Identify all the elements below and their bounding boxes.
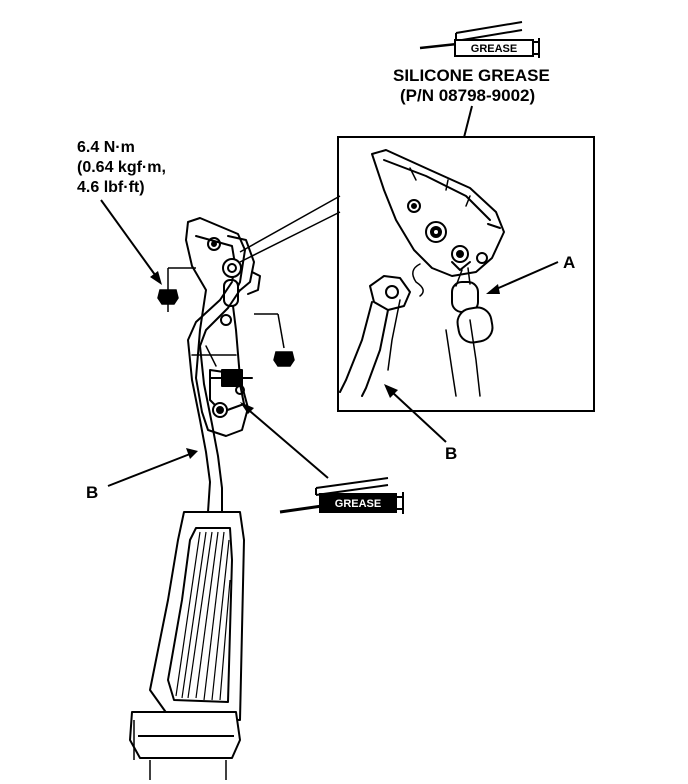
grease-tube-label-lower: GREASE [335, 498, 381, 510]
pedal-pad [129, 511, 245, 780]
callout-b-main-arrowhead [186, 448, 198, 459]
callout-b-inset-leader [391, 391, 447, 443]
grease-lower-leader [243, 405, 329, 479]
pedal-assembly [185, 217, 261, 513]
mounting-nut-right [254, 313, 295, 367]
grease-tube-icon-top [419, 21, 540, 58]
callout-b-main-leader [107, 453, 191, 487]
grease-spec-part-number: (P/N 08798-9002) [400, 86, 535, 105]
callout-a-leader [493, 261, 559, 291]
grease-tube-icon-lower [279, 477, 404, 514]
torque-arrowhead [150, 271, 162, 285]
callout-b-inset: B [445, 444, 457, 463]
grease-tube-label-top: GREASE [471, 43, 517, 55]
inset-pedal-pivot [339, 149, 505, 397]
torque-line-2: (0.64 kgf·m, [77, 159, 166, 176]
mounting-nut-left [157, 267, 196, 312]
torque-line-3: 4.6 lbf·ft) [77, 179, 145, 196]
grease-lower-arrowhead [240, 402, 254, 414]
callout-b-inset-arrowhead [384, 384, 398, 398]
callout-a: A [563, 253, 575, 272]
grease-spec-name: SILICONE GREASE [393, 66, 550, 85]
callout-b-main: B [86, 483, 98, 502]
torque-leader [100, 199, 159, 280]
torque-line-1: 6.4 N·m [77, 139, 135, 156]
callout-a-arrowhead [486, 284, 500, 294]
